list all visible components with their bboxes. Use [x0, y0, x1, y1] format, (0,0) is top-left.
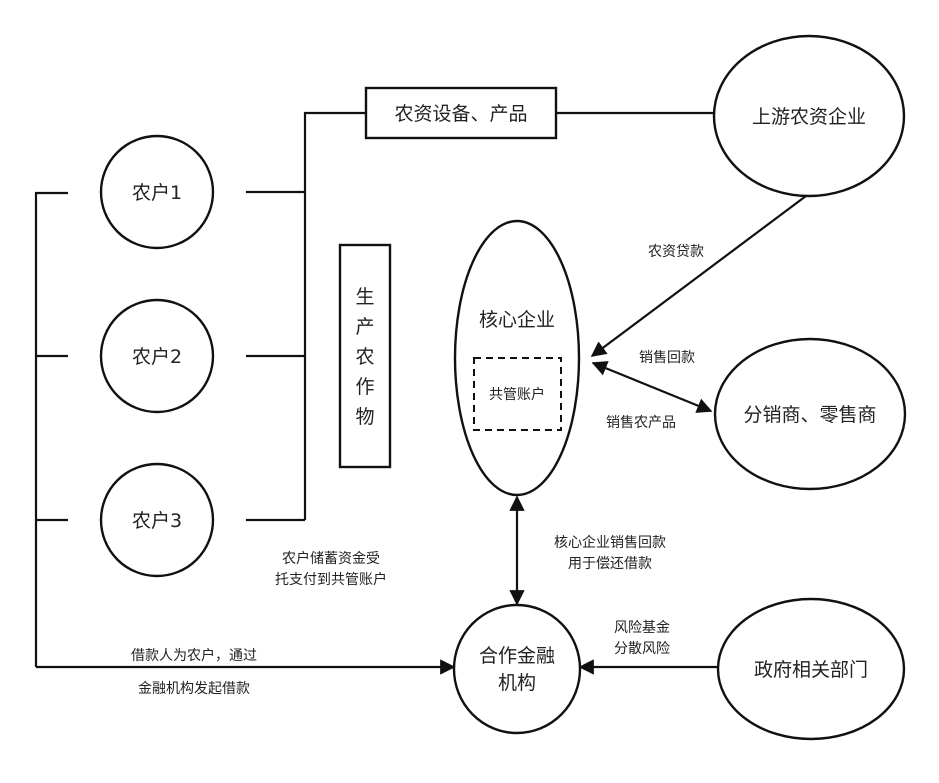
finance-institution-label-line2: 机构 — [498, 672, 536, 694]
farmers-left-bracket — [34, 191, 68, 667]
farmer1-node — [99, 134, 215, 250]
core-enterprise-label: 核心企业 — [479, 309, 555, 331]
finance-institution-node — [452, 603, 582, 735]
borrow-note-line2: 金融机构发起借款 — [138, 681, 250, 697]
distributor-label: 分销商、零售商 — [743, 404, 876, 426]
crops-box — [338, 243, 392, 469]
finance-institution-label-line1: 合作金融 — [479, 645, 555, 667]
farmer2-node — [99, 298, 215, 414]
government-label: 政府相关部门 — [754, 659, 868, 681]
supplies-label: 农资设备、产品 — [394, 103, 527, 125]
escrow-note-line1: 农户储蓄资金受 — [282, 550, 380, 567]
farmer3-node — [99, 462, 215, 578]
farmer1-label: 农户1 — [132, 182, 182, 204]
borrow-note-line1: 借款人为农户，通过 — [131, 647, 257, 664]
farmer3-label: 农户3 — [132, 510, 182, 532]
core-distributor-arrow — [591, 361, 713, 413]
escrow-account-label: 共管账户 — [489, 386, 545, 403]
risk-note-line2: 分散风险 — [614, 641, 670, 657]
crops-char-1: 生 — [355, 286, 374, 308]
crops-char-2: 产 — [355, 316, 374, 338]
government-node — [716, 597, 906, 741]
sell-products-label: 销售农产品 — [606, 415, 676, 431]
crops-char-5: 物 — [355, 406, 374, 428]
repay-note-line1: 核心企业销售回款 — [554, 534, 666, 551]
escrow-account-box — [473, 357, 562, 431]
upstream-supplier-node — [712, 34, 906, 198]
supplies-box — [364, 86, 558, 140]
distributor-node — [713, 337, 907, 491]
farmer2-label: 农户2 — [132, 346, 182, 368]
crops-char-4: 作 — [355, 376, 374, 398]
risk-note-line1: 风险基金 — [614, 619, 670, 636]
farmers-right-bracket — [246, 111, 366, 194]
upstream-supplier-label: 上游农资企业 — [752, 106, 866, 128]
sales-payment-label: 销售回款 — [639, 350, 695, 366]
supplier-loan-label: 农资贷款 — [648, 244, 704, 260]
repay-note-line2: 用于偿还借款 — [568, 556, 652, 572]
supplier-loan-arrow — [590, 195, 807, 357]
escrow-note-line2: 托支付到共管账户 — [275, 571, 387, 588]
crops-char-3: 农 — [355, 346, 374, 368]
